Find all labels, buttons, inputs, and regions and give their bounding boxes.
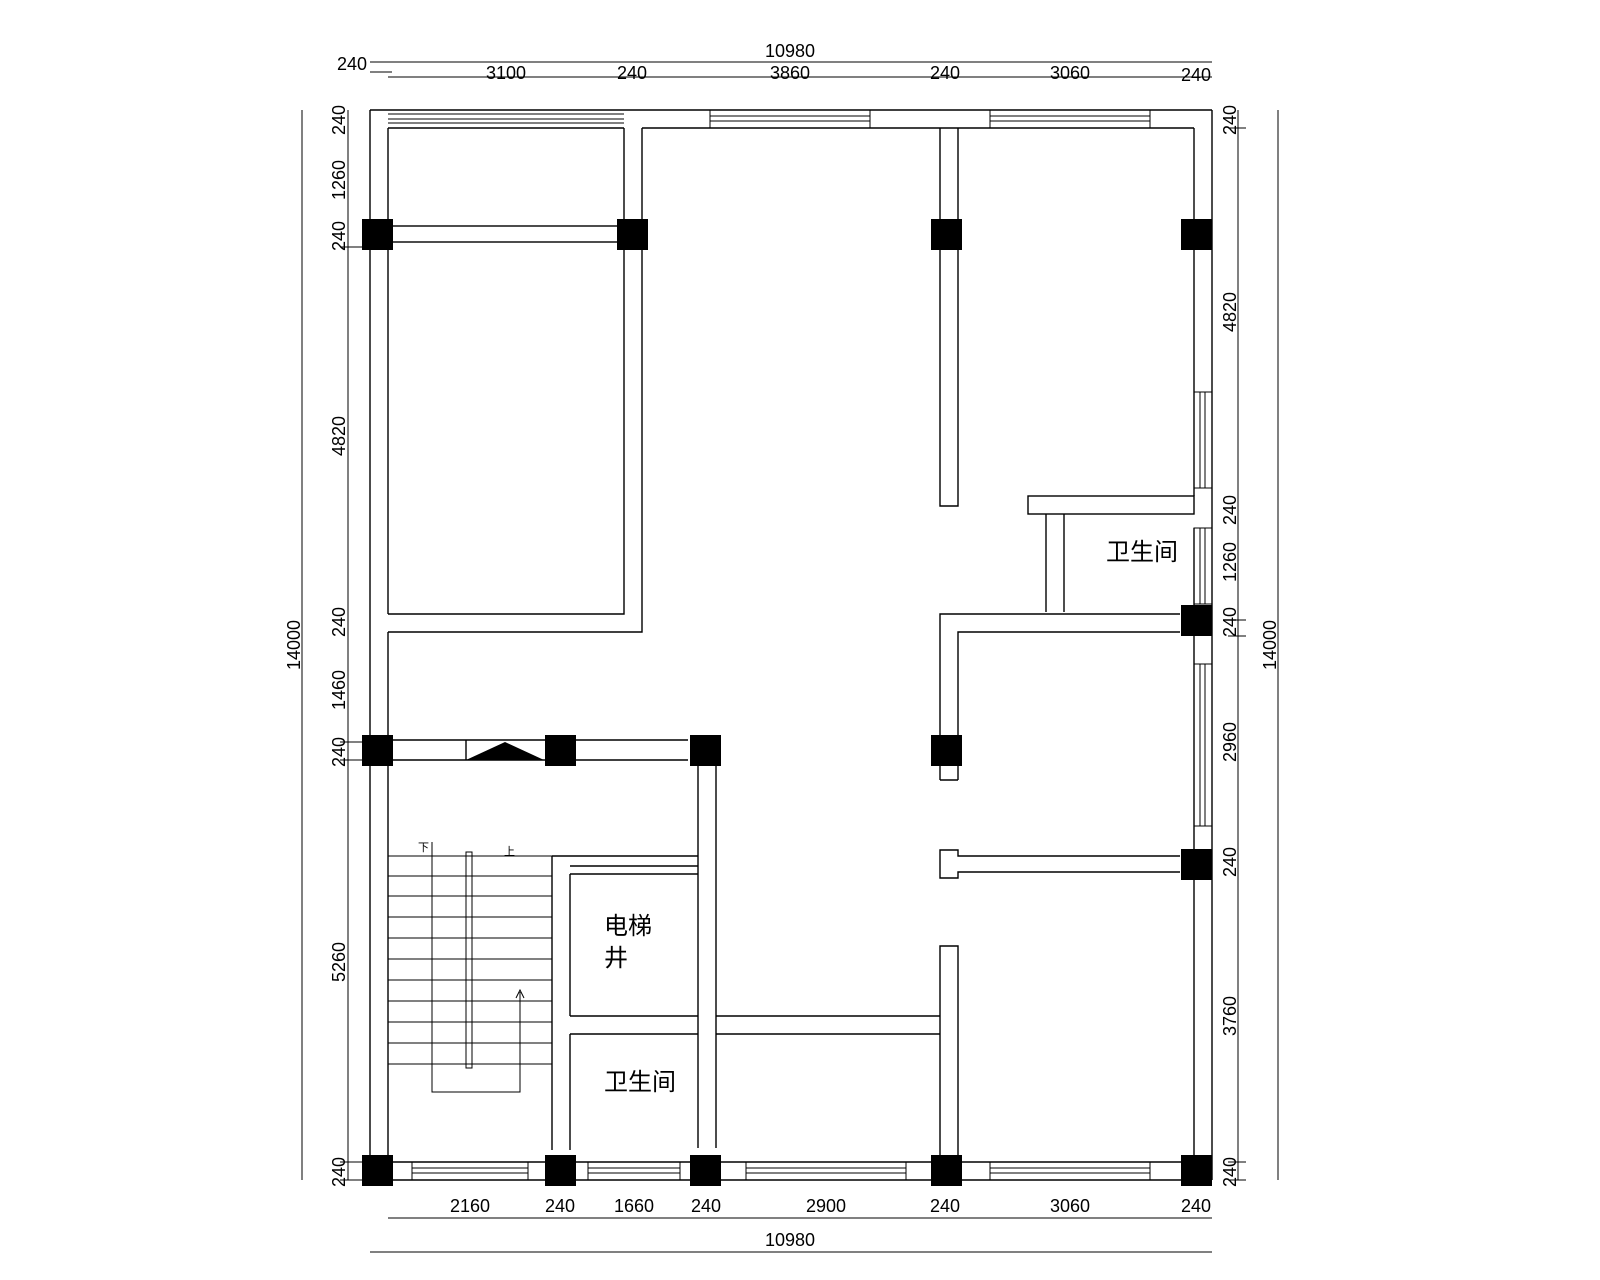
dim-top-seg: 3060: [1050, 63, 1090, 83]
window-bottom-4: [989, 1161, 1151, 1181]
dim-bottom-seg: 1660: [614, 1196, 654, 1216]
column: [931, 1155, 962, 1186]
window-top-right: [989, 109, 1151, 129]
dim-bottom-seg: 2900: [806, 1196, 846, 1216]
dim-bottom-total: 10980: [765, 1230, 815, 1250]
dim-top-seg: 240: [617, 63, 647, 83]
dim-top-small: 240: [337, 54, 367, 74]
stair-up-arrow: [515, 988, 525, 999]
dim-right-seg: 4820: [1220, 292, 1240, 332]
column: [931, 219, 962, 250]
window-right-upper: [1193, 391, 1213, 489]
dim-right-total: 14000: [1260, 620, 1280, 670]
column: [362, 219, 393, 250]
column: [1181, 849, 1212, 880]
wall-upper-left-lintel: [387, 225, 625, 243]
dim-left-total: 14000: [284, 620, 304, 670]
window-bottom-2: [587, 1161, 681, 1181]
column: [1181, 605, 1212, 636]
column: [1181, 219, 1212, 250]
dim-top-seg: 3100: [486, 63, 526, 83]
exterior-walls: [369, 109, 1213, 1181]
dim-right-seg: 240: [1220, 607, 1240, 637]
column: [362, 735, 393, 766]
dim-bottom-seg: 240: [930, 1196, 960, 1216]
staircase: 下 上: [388, 841, 552, 1093]
stair-up-label: 上: [504, 845, 515, 858]
columns: [362, 219, 1212, 1186]
window-right-bath: [1193, 527, 1213, 605]
dim-left-seg: 240: [329, 221, 349, 251]
interior-walls: [387, 128, 1195, 1162]
dim-right-seg: 3760: [1220, 996, 1240, 1036]
dim-right-seg: 240: [1220, 105, 1240, 135]
dim-right-seg: 2960: [1220, 722, 1240, 762]
stair-down-label: 下: [418, 841, 429, 854]
dim-right-seg: 240: [1220, 495, 1240, 525]
dim-left-seg: 240: [329, 607, 349, 637]
column: [617, 219, 648, 250]
dim-top-seg: 240: [1181, 65, 1211, 85]
dim-top-seg: 240: [930, 63, 960, 83]
dim-bottom-seg: 240: [1181, 1196, 1211, 1216]
room-label-elevator-2: 井: [604, 944, 628, 972]
dim-left-seg: 1260: [329, 160, 349, 200]
room-label-elevator: 电梯: [604, 912, 652, 940]
room-labels: 卫生间 电梯 井 卫生间: [604, 538, 1178, 1096]
window-right-middle: [1193, 663, 1213, 827]
window-bottom-1: [411, 1161, 529, 1181]
column: [362, 1155, 393, 1186]
dim-left-seg: 5260: [329, 942, 349, 982]
windows: [388, 109, 1213, 1181]
room-label-bathroom-bottom: 卫生间: [604, 1068, 676, 1096]
room-label-bathroom-right: 卫生间: [1106, 538, 1178, 566]
dim-left-seg: 240: [329, 1157, 349, 1187]
wall-bath-top: [1027, 495, 1195, 515]
column: [690, 735, 721, 766]
dim-left-seg: 1460: [329, 670, 349, 710]
dim-bottom-seg: 3060: [1050, 1196, 1090, 1216]
dim-right-seg: 1260: [1220, 542, 1240, 582]
dimension-lines: [301, 61, 1279, 1253]
dim-left-seg: 4820: [329, 416, 349, 456]
column: [545, 735, 576, 766]
stair-handrail: [465, 851, 473, 1069]
dim-top-total: 10980: [765, 41, 815, 61]
door-swing-marker: [466, 742, 544, 760]
dim-top-seg: 3860: [770, 63, 810, 83]
dimension-labels: 10980 240 3100 240 3860 240 3060 240 216…: [284, 41, 1280, 1250]
dim-right-seg: 240: [1220, 1157, 1240, 1187]
column: [931, 735, 962, 766]
window-top-left: [388, 113, 624, 124]
dim-bottom-seg: 240: [691, 1196, 721, 1216]
dim-left-seg: 240: [329, 105, 349, 135]
column: [1181, 1155, 1212, 1186]
column: [690, 1155, 721, 1186]
dim-bottom-seg: 2160: [450, 1196, 490, 1216]
dim-bottom-seg: 240: [545, 1196, 575, 1216]
dim-left-seg: 240: [329, 737, 349, 767]
stair-down-path: [431, 842, 521, 1093]
column: [545, 1155, 576, 1186]
window-top-middle: [709, 109, 871, 129]
window-bottom-3: [745, 1161, 907, 1181]
dim-right-seg: 240: [1220, 847, 1240, 877]
